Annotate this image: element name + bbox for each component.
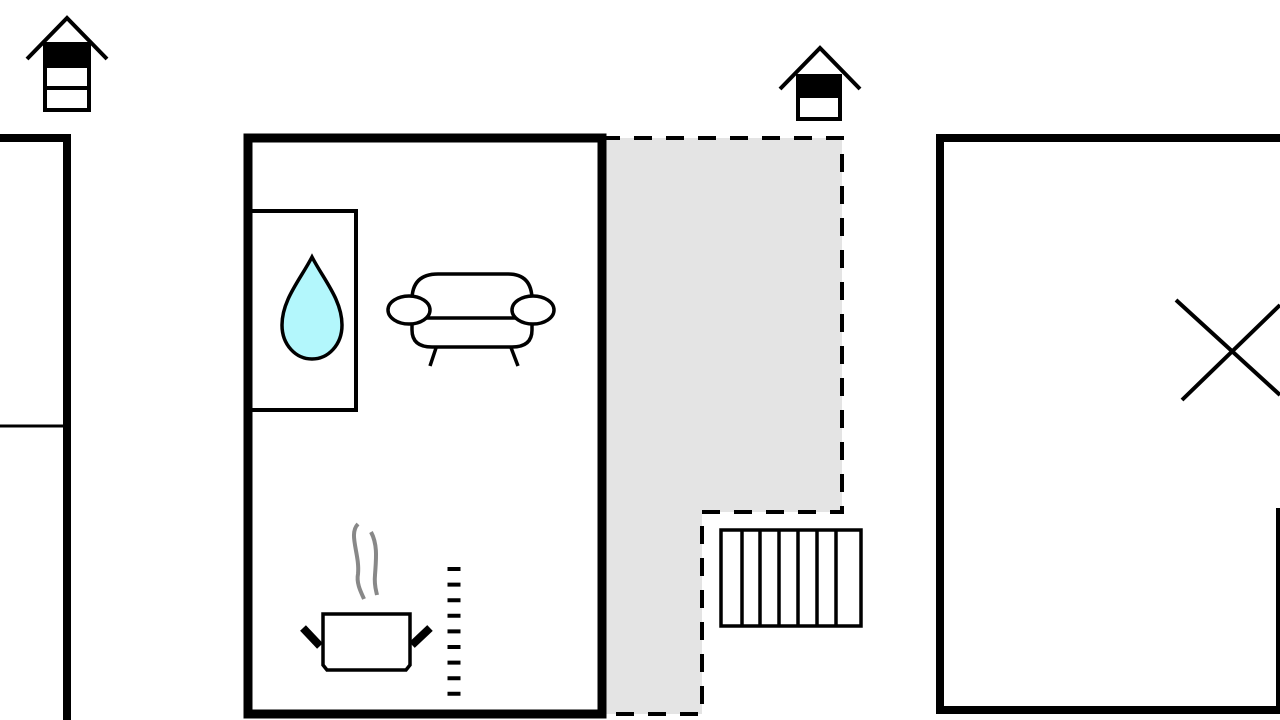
stairs-icon <box>719 528 863 628</box>
right-building-walls <box>936 134 1280 714</box>
floor-level-icon <box>25 15 109 112</box>
sofa-icon <box>386 272 556 367</box>
main-room <box>243 133 607 719</box>
water-drop-icon <box>280 253 344 361</box>
cross-icon <box>1174 298 1280 402</box>
floor-level-icon <box>778 45 862 121</box>
cooking-pot-icon <box>300 522 433 672</box>
terrace <box>602 136 844 716</box>
left-building-walls <box>0 134 71 720</box>
bathroom <box>248 209 358 412</box>
